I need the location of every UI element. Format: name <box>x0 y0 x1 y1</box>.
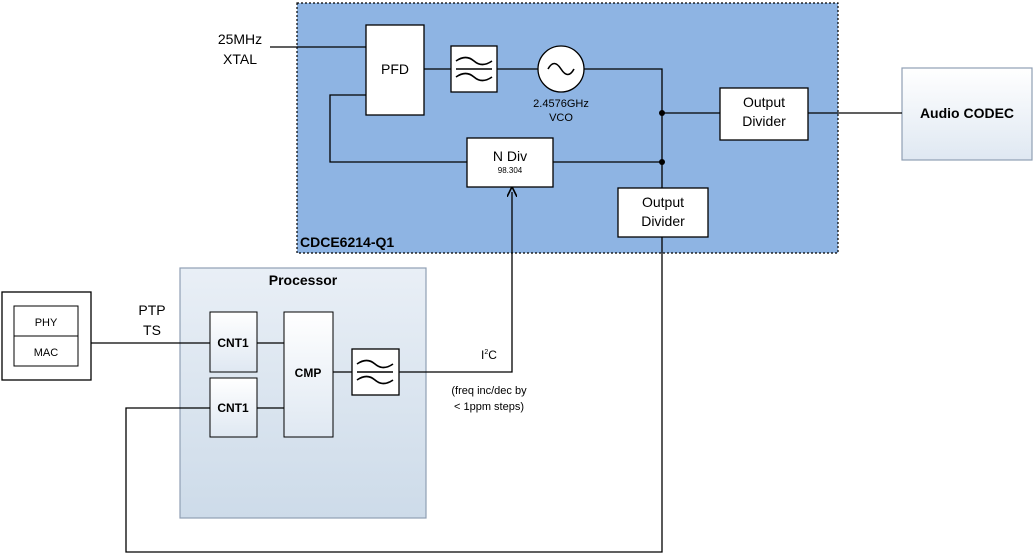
n-div-value: 98.304 <box>498 166 523 175</box>
filter-icon <box>455 56 493 82</box>
xtal-label: XTAL <box>223 51 257 67</box>
filter-icon <box>356 359 394 385</box>
cmp-block <box>283 311 334 438</box>
processor-title: Processor <box>269 272 338 288</box>
note-line2: < 1ppm steps) <box>454 401 524 413</box>
output-divider-1-line1: Output <box>743 94 785 110</box>
i2c-label: I2C <box>481 348 497 362</box>
junction-dot <box>659 159 665 165</box>
audio-codec-block <box>901 67 1033 161</box>
cnt1-a-block <box>209 311 258 373</box>
output-divider-2 <box>617 187 709 238</box>
audio-codec-label: Audio CODEC <box>920 105 1014 121</box>
ndiv-pfd-feedback <box>329 94 467 163</box>
pfd-block <box>365 24 425 116</box>
vco <box>537 45 585 93</box>
phy-box <box>13 305 79 337</box>
i2c-wire <box>399 192 512 373</box>
processor-filter <box>351 348 400 396</box>
output-divider-2-line1: Output <box>642 194 684 210</box>
vco-bus-wire <box>125 68 663 553</box>
mac-label: MAC <box>34 347 59 359</box>
output-divider-1-line2: Divider <box>742 113 786 129</box>
loop-filter <box>450 45 498 93</box>
sine-wave-icon <box>547 62 575 76</box>
xtal-freq: 25MHz <box>218 31 262 47</box>
note-line1: (freq inc/dec by <box>451 385 527 397</box>
vco-freq: 2.4576GHz <box>533 98 589 110</box>
output-divider-2-line2: Divider <box>641 213 685 229</box>
cnt1-b-block <box>209 377 258 438</box>
vco-label: VCO <box>549 112 573 124</box>
ptp-label: PTP <box>138 302 165 318</box>
cnt1-b-label: CNT1 <box>217 401 249 415</box>
cnt1-a-label: CNT1 <box>217 336 249 350</box>
pfd-label: PFD <box>381 61 409 77</box>
ts-label: TS <box>143 322 161 338</box>
junction-dot <box>659 110 665 116</box>
mac-box <box>13 335 79 367</box>
phy-label: PHY <box>35 317 58 329</box>
n-div-label: N Div <box>493 148 527 164</box>
n-div-block <box>466 137 554 188</box>
cmp-label: CMP <box>295 366 322 380</box>
output-divider-1 <box>719 87 809 141</box>
chip-name: CDCE6214-Q1 <box>300 234 394 250</box>
